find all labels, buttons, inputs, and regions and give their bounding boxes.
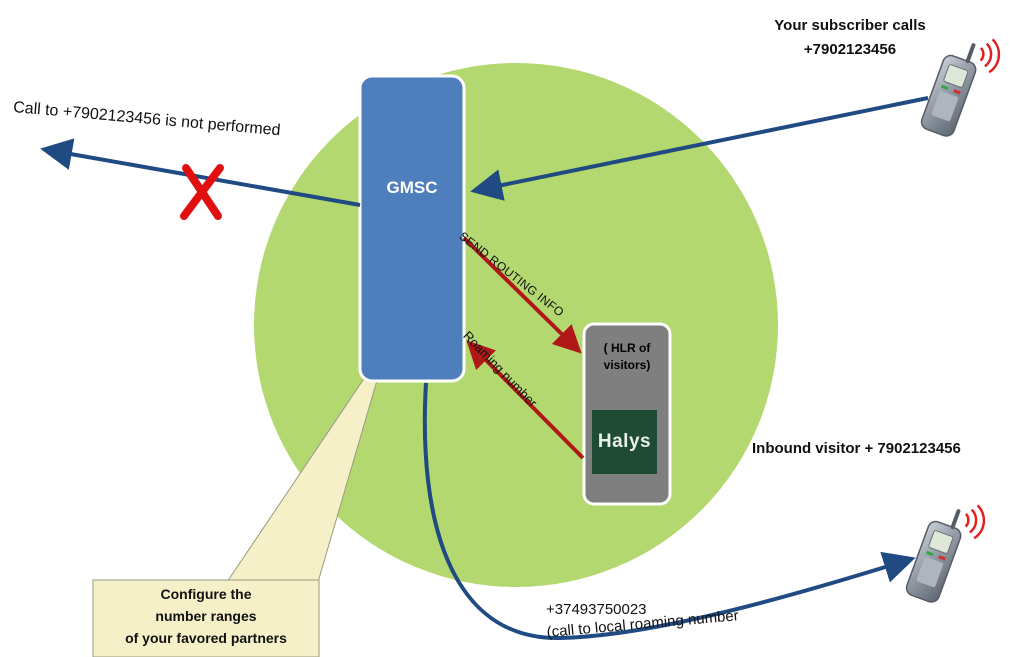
- callout-text: Configure the number ranges of your favo…: [95, 583, 317, 649]
- halys-logo-text: Halys: [597, 431, 652, 452]
- local-roaming-call-arrow: [422, 382, 916, 641]
- callout-line: of your favored partners: [125, 630, 287, 646]
- local-roaming-number: +37493750023: [546, 601, 647, 618]
- hlr-label-line: visitors): [603, 358, 651, 372]
- send-routing-info-arrow: [462, 236, 582, 354]
- hlr-label-line: ( HLR of: [603, 341, 651, 355]
- callout-line: number ranges: [155, 608, 257, 624]
- visitor-label: Inbound visitor + 7902123456: [752, 440, 961, 457]
- roaming-number-arrow: [466, 340, 585, 460]
- halys-logo: Halys: [592, 410, 657, 474]
- subscriber-label-line: +7902123456: [803, 41, 897, 58]
- gmsc-label: GMSC: [386, 178, 438, 197]
- hlr-label: ( HLR of visitors): [585, 340, 669, 374]
- mobile-phone-icon: [920, 38, 1001, 137]
- subscriber-label: Your subscriber calls +7902123456: [745, 14, 955, 62]
- mobile-phone-icon: [905, 504, 986, 603]
- subscriber-label-line: Your subscriber calls: [774, 17, 926, 34]
- blocked-call-arrow: [40, 138, 361, 207]
- cross-icon: [180, 164, 224, 220]
- subscriber-call-arrow: [470, 96, 929, 201]
- callout-box: [92, 579, 320, 657]
- gmsc-box: [358, 74, 466, 383]
- callout-line: Configure the: [160, 586, 252, 602]
